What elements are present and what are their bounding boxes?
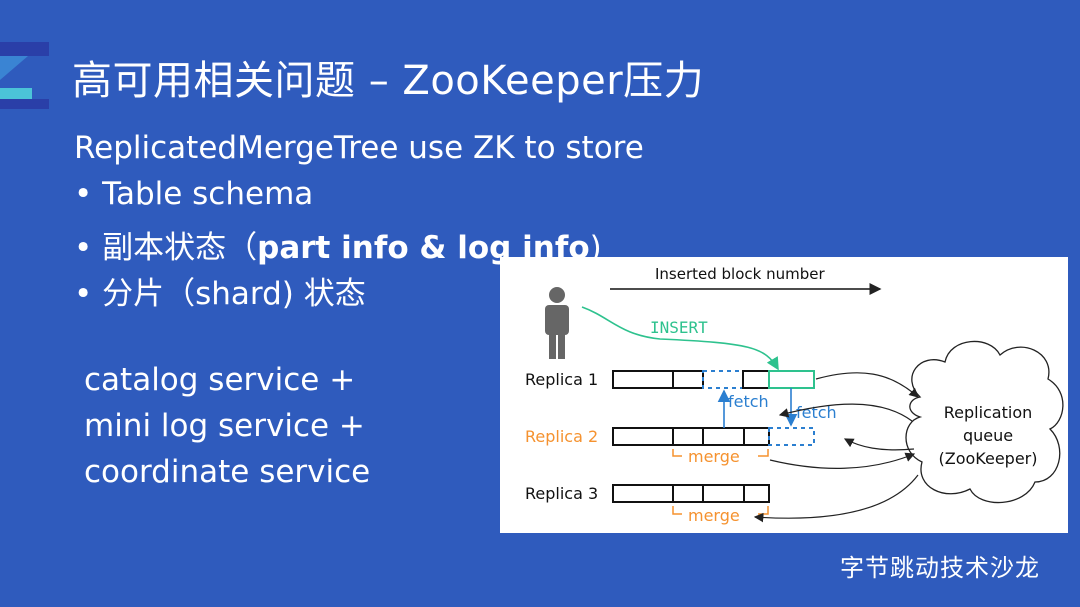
replica-3-parts <box>612 484 770 503</box>
replica-3-label: Replica 3 <box>525 484 598 503</box>
fetch-label: fetch <box>728 392 769 411</box>
intro-text: ReplicatedMergeTree use ZK to store <box>74 130 644 166</box>
zookeeper-cloud <box>905 340 1064 504</box>
footer-brand: 字节跳动技术沙龙 <box>840 554 1040 582</box>
service-line: coordinate service <box>84 454 371 490</box>
replica-2-label: Replica 2 <box>525 427 598 446</box>
service-line: mini log service + <box>84 408 365 444</box>
bullet-item: • 分片（shard) 状态 <box>74 276 366 312</box>
replica-2-parts <box>612 427 815 446</box>
merge-label: merge <box>688 506 740 525</box>
merge-label: merge <box>688 447 740 466</box>
slide-title: 高可用相关问题 – ZooKeeper压力 <box>72 58 705 104</box>
replication-diagram: Inserted block number INSERT Replica 1 R… <box>500 257 1068 533</box>
service-line: catalog service + <box>84 362 356 398</box>
bullet-item: • 副本状态（part info & log info) <box>74 230 602 266</box>
axis-label: Inserted block number <box>655 265 825 283</box>
queue-label: Replication <box>944 403 1033 422</box>
insert-arrow <box>581 306 779 371</box>
insert-label: INSERT <box>650 318 708 337</box>
logo-mark <box>0 42 49 109</box>
bullet-item: • Table schema <box>74 176 314 212</box>
queue-label: queue <box>963 426 1013 445</box>
merge-bracket <box>672 449 769 457</box>
person-icon <box>545 287 569 359</box>
replica-1-parts <box>612 370 815 389</box>
queue-label: (ZooKeeper) <box>939 449 1038 468</box>
queue-arrows <box>753 372 919 523</box>
fetch-label: fetch <box>796 403 837 422</box>
replica-1-label: Replica 1 <box>525 370 598 389</box>
